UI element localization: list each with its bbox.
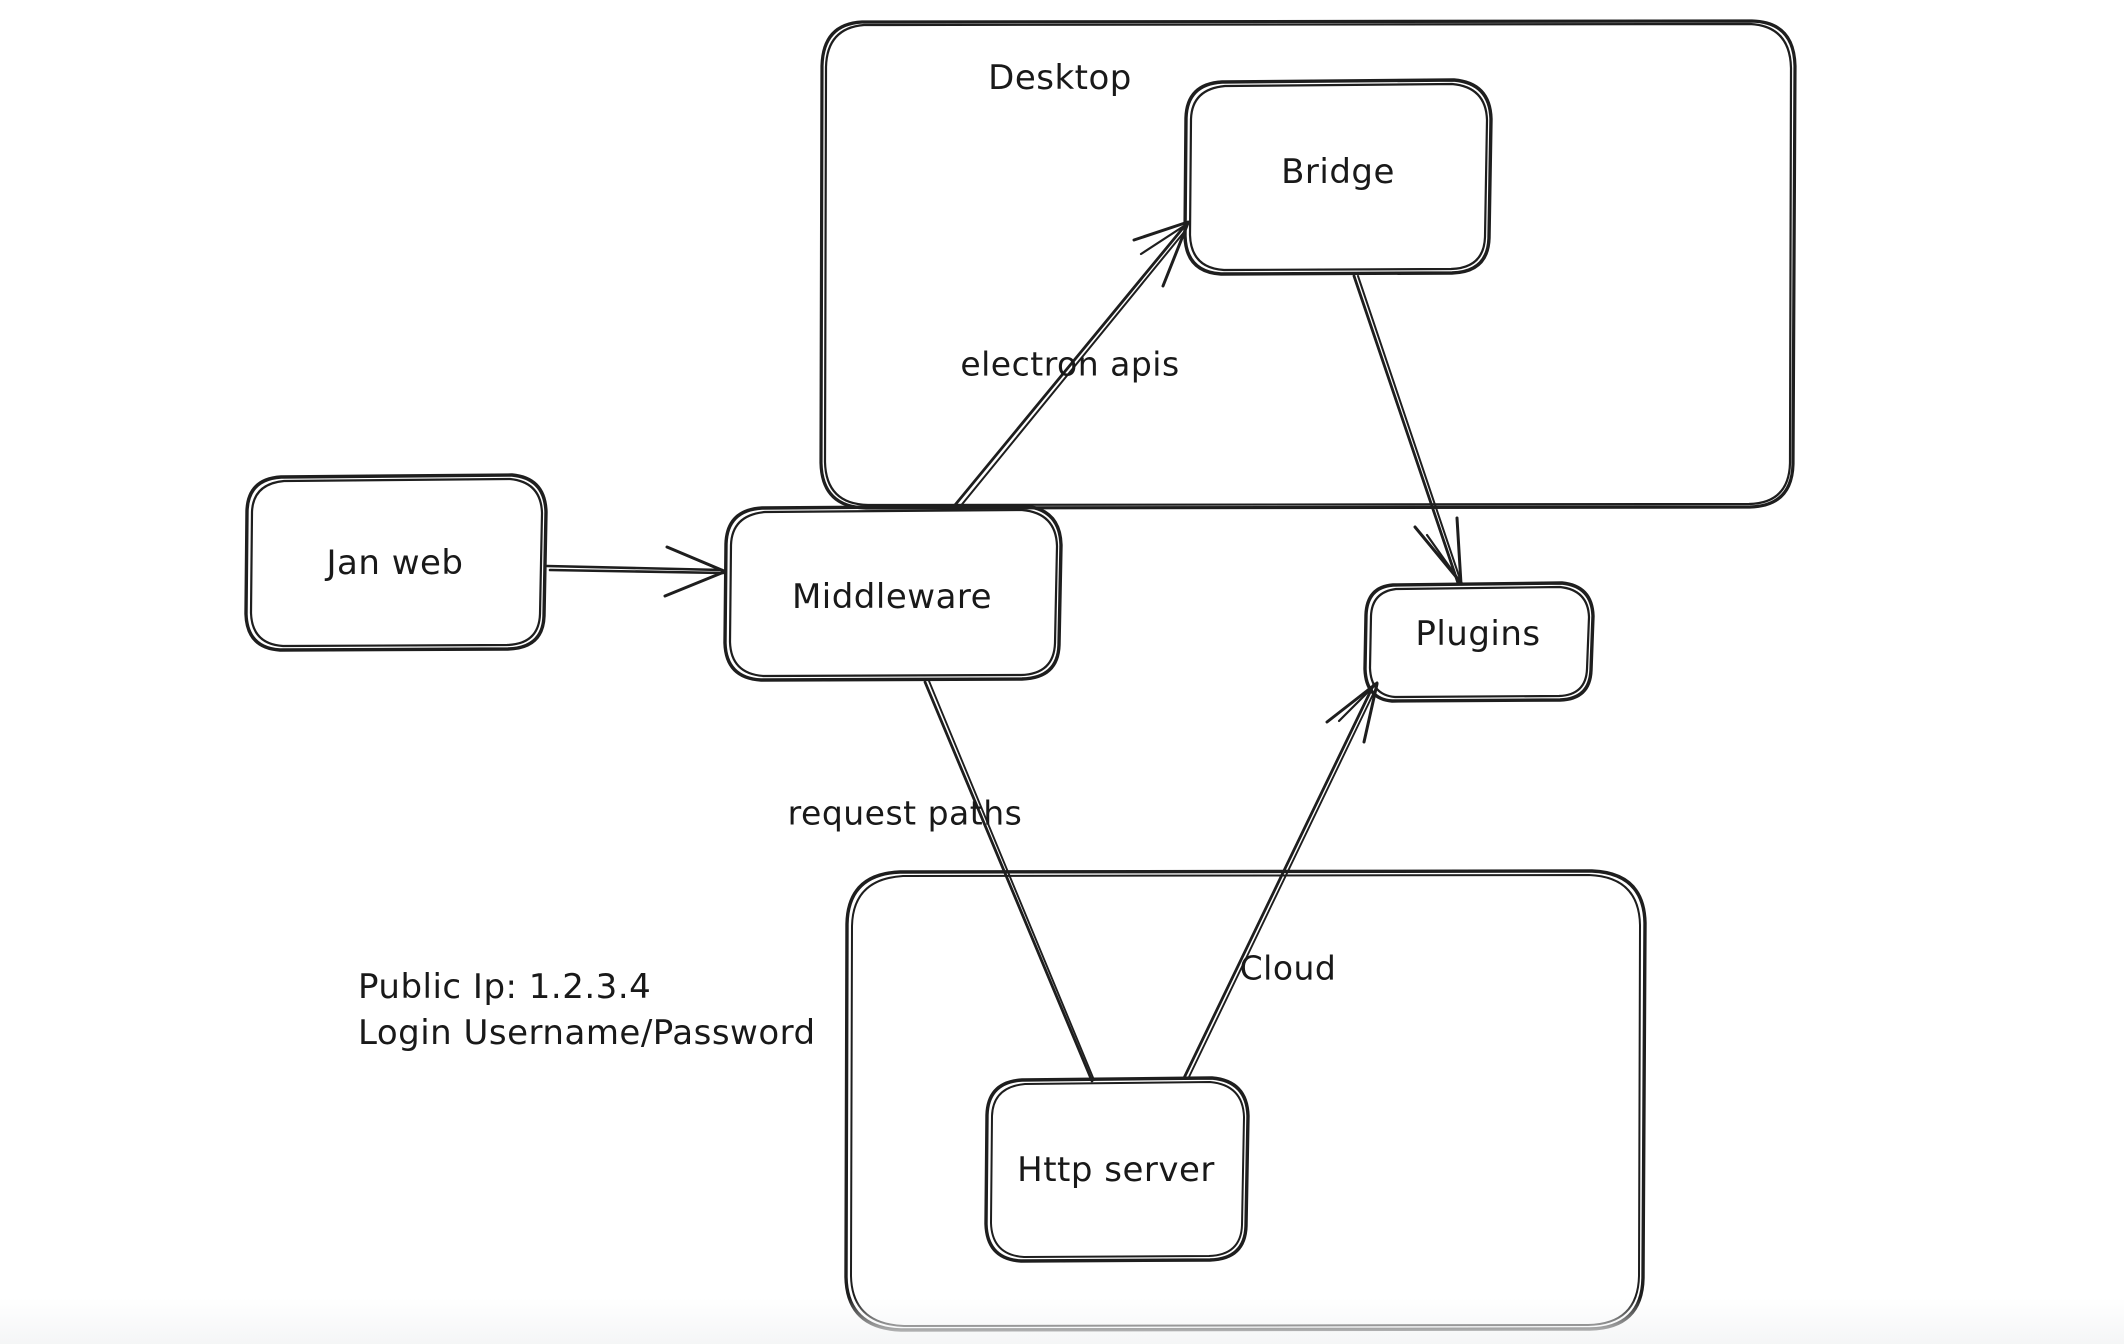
edge-middleware-to-bridge: [953, 220, 1190, 509]
edge-middleware-to-http-server: [923, 680, 1095, 1083]
node-label-jan-web: Jan web: [326, 543, 464, 583]
node-jan-web-shape: [244, 473, 548, 652]
edge-label-request-paths: request paths: [787, 793, 1023, 833]
node-label-http-server: Http server: [1017, 1150, 1215, 1190]
node-label-plugins: Plugins: [1415, 614, 1541, 654]
container-label-desktop: Desktop: [988, 58, 1132, 98]
node-plugins-shape: [1363, 581, 1595, 703]
container-desktop: [819, 19, 1797, 510]
note-line-public-ip: Public Ip: 1.2.3.4: [358, 967, 652, 1007]
note-line-login: Login Username/Password: [358, 1012, 816, 1053]
node-middleware-shape: [723, 504, 1063, 682]
node-bridge-shape: [1183, 78, 1493, 276]
edge-label-electron-apis: electron apis: [960, 344, 1180, 384]
edge-bridge-to-plugins: [1352, 274, 1464, 586]
node-http-server-shape: [984, 1076, 1250, 1263]
edge-jan-web-to-middleware: [545, 545, 726, 598]
node-label-middleware: Middleware: [791, 577, 993, 617]
edge-http-server-to-plugins: [1182, 681, 1379, 1080]
note-public-ip: Public Ip: 1.2.3.4 Login Username/Passwo…: [358, 965, 816, 1057]
edge-label-cloud: Cloud: [1239, 948, 1337, 988]
node-label-bridge: Bridge: [1281, 152, 1395, 192]
